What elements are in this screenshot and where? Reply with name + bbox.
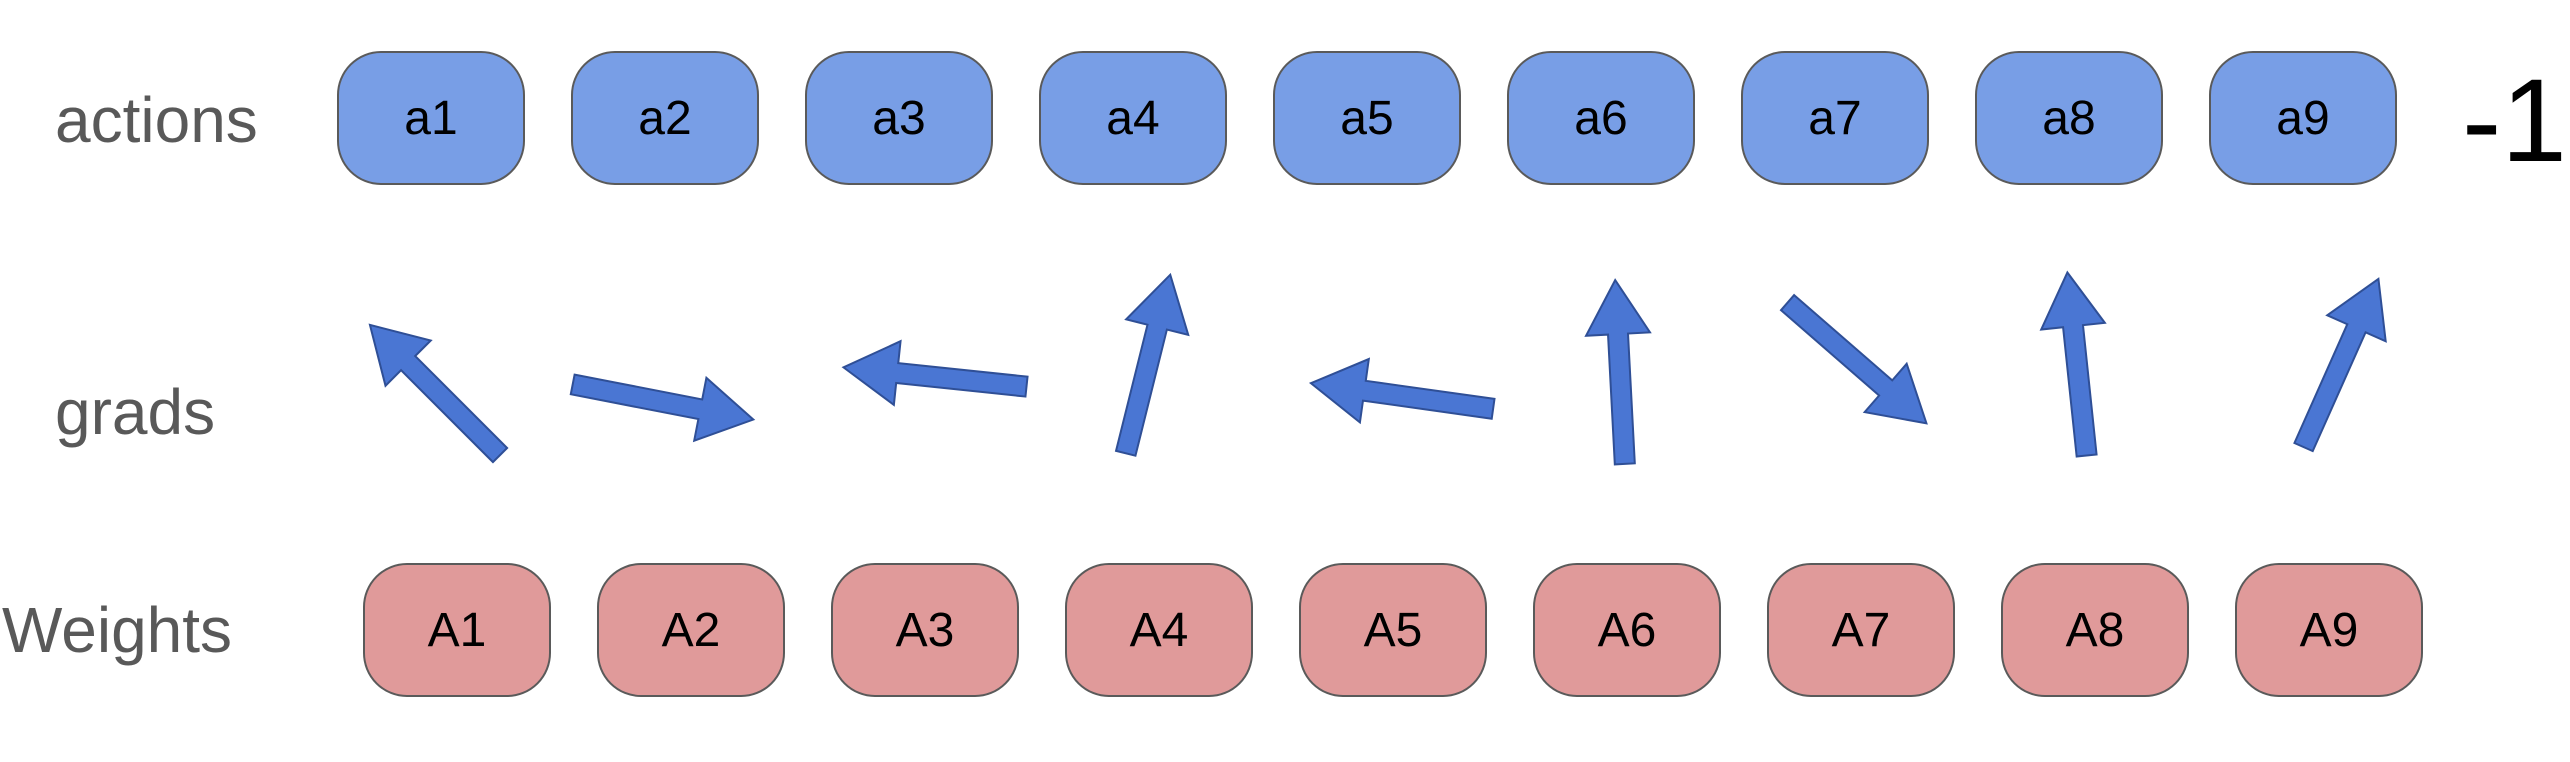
action-box-a8: a8	[1975, 51, 2163, 185]
grad-arrow-shape-8	[2039, 270, 2107, 458]
grad-arrow-shape-2	[569, 373, 756, 443]
grad-arrow-5	[1308, 357, 1496, 425]
actions-row: a1 a2 a3 a4 a5 a6 a7 a8 a9	[337, 51, 2397, 185]
grad-arrow-shape-4	[1114, 272, 1190, 457]
grad-arrow-1	[368, 323, 509, 464]
actions-row-label: actions	[55, 84, 258, 156]
weight-box-A7: A7	[1767, 563, 1955, 697]
action-box-a5: a5	[1273, 51, 1461, 185]
weights-row-label: Weights	[2, 594, 233, 666]
weights-row: A1 A2 A3 A4 A5 A6 A7 A8 A9	[363, 563, 2423, 697]
grad-arrow-shape-9	[2293, 277, 2387, 453]
action-box-a4: a4	[1039, 51, 1227, 185]
grad-arrow-3	[841, 339, 1029, 407]
grad-arrow-shape-3	[841, 339, 1029, 407]
grads-row-label: grads	[55, 376, 216, 448]
weight-box-A3: A3	[831, 563, 1019, 697]
grad-arrow-shape-1	[368, 323, 509, 464]
weight-box-A5: A5	[1299, 563, 1487, 697]
grad-arrow-shape-6	[1584, 278, 1652, 466]
action-box-a1: a1	[337, 51, 525, 185]
action-box-a2: a2	[571, 51, 759, 185]
grad-arrow-shape-5	[1308, 357, 1496, 425]
weight-box-A6: A6	[1533, 563, 1721, 697]
weight-box-A9: A9	[2235, 563, 2423, 697]
action-box-a6: a6	[1507, 51, 1695, 185]
action-suffix-text: -1	[2462, 55, 2567, 187]
grad-arrow-7	[1779, 293, 1928, 425]
grad-arrow-shape-7	[1779, 293, 1928, 425]
weight-box-A2: A2	[597, 563, 785, 697]
grad-arrow-4	[1114, 272, 1190, 457]
action-box-a7: a7	[1741, 51, 1929, 185]
grad-arrow-8	[2039, 270, 2107, 458]
grad-arrow-6	[1584, 278, 1652, 466]
weight-box-A1: A1	[363, 563, 551, 697]
weight-box-A8: A8	[2001, 563, 2189, 697]
weight-box-A4: A4	[1065, 563, 1253, 697]
grad-arrow-2	[569, 373, 756, 443]
action-box-a9: a9	[2209, 51, 2397, 185]
grad-arrow-9	[2293, 277, 2387, 453]
action-box-a3: a3	[805, 51, 993, 185]
